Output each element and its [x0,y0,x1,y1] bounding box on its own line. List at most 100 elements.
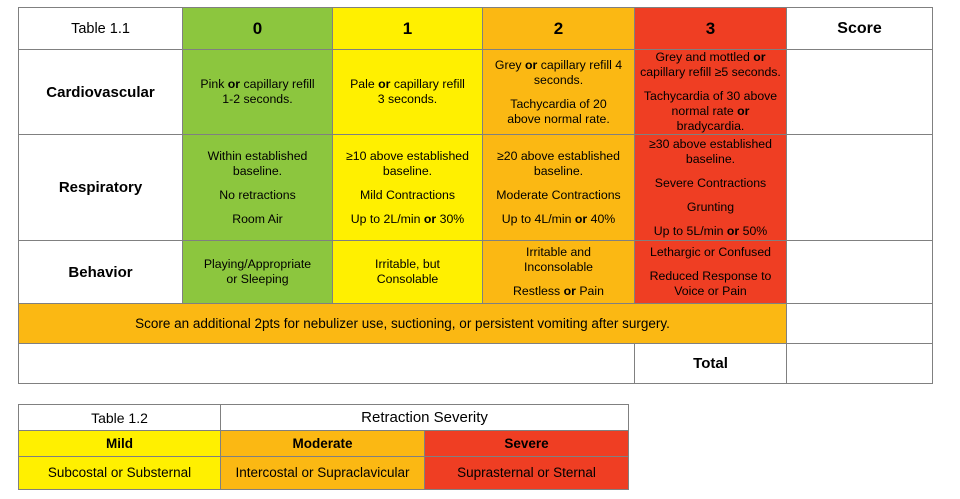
severity-value-mild: Subcostal or Substernal [18,456,221,490]
cell-line: Reduced Response to [649,269,772,283]
cell-line: Pink or capillary refill [200,77,315,91]
cell-line: baseline. [382,163,433,178]
cell-spacer [333,203,482,212]
cell-spacer [635,167,786,176]
column-header-3: 3 [634,7,787,50]
cell-line: Irritable and [526,245,591,259]
cell-spacer [483,275,634,284]
table-row-cardiovascular: Cardiovascular Pink or capillary refill … [18,49,933,135]
cell-line: Restless or Pain [513,284,604,298]
cell-line: Playing/Appropriate [203,257,312,271]
cell-line: Grunting [686,199,735,214]
column-header-score: Score [786,7,933,50]
cell-line: Lethargic or Confused [650,245,771,259]
cell-line: Room Air [232,211,283,226]
table-row-respiratory: Respiratory Within established baseline.… [18,134,933,241]
cell-line: Pale or capillary refill [350,77,465,91]
cell-line: seconds. [533,72,584,87]
cell-line: Voice or Pain [674,284,747,298]
severity-value-moderate: Intercostal or Supraclavicular [220,456,425,490]
table2-severity-label-row: Mild Moderate Severe [18,430,629,457]
column-header-0: 0 [182,7,333,50]
table-1-2-container: Table 1.2 Retraction Severity Mild Moder… [18,404,629,490]
table-name-cell: Table 1.1 [18,7,183,50]
cell-line: Grey or capillary refill 4 [494,57,623,72]
cell-line: Subcostal or Substernal [47,464,192,480]
cell-line: Supraclavicular [317,464,410,480]
pews-score-table: Table 1.1 0 1 2 3 Score Cardiovascular P… [18,7,933,384]
score-input-behavior[interactable] [786,240,933,304]
cell-spacer [635,260,786,269]
row-label-behavior: Behavior [18,240,183,304]
table2-severity-value-row: Subcostal or Substernal Intercostal or S… [18,456,629,490]
cell-respiratory-0: Within established baseline. No retracti… [182,134,333,241]
cell-spacer [635,80,786,89]
cell-cardiovascular-2: Grey or capillary refill 4 seconds. Tach… [482,49,635,135]
row-label-respiratory: Respiratory [18,134,183,241]
table-row-total: Total [18,343,933,384]
cell-line: ≥20 above established [497,148,620,163]
cell-line: Mild Contractions [360,187,455,202]
score-input-total[interactable] [786,343,933,384]
cell-line: Moderate Contractions [496,187,621,202]
cell-respiratory-1: ≥10 above established baseline. Mild Con… [332,134,483,241]
cell-behavior-2: Irritable and Inconsolable Restless or P… [482,240,635,304]
total-label: Total [634,343,787,384]
cell-cardiovascular-0: Pink or capillary refill 1-2 seconds. [182,49,333,135]
cell-line: baseline. [232,163,283,178]
cell-line: Suprasternal or Sternal [457,464,596,480]
score-input-respiratory[interactable] [786,134,933,241]
table-row-additional-note: Score an additional 2pts for nebulizer u… [18,303,933,344]
score-input-additional[interactable] [786,303,933,344]
cell-spacer [635,215,786,224]
table-1-1-container: Table 1.1 0 1 2 3 Score Cardiovascular P… [18,7,933,384]
score-input-cardiovascular[interactable] [786,49,933,135]
cell-line: Up to 4L/min or 40% [501,211,616,226]
retraction-severity-table: Table 1.2 Retraction Severity Mild Moder… [18,404,629,490]
severity-label-mild: Mild [18,430,221,457]
cell-line: Up to 5L/min or 50% [653,223,768,238]
cell-behavior-1: Irritable, but Consolable [332,240,483,304]
severity-label-moderate: Moderate [220,430,425,457]
cell-line: capillary refill ≥5 seconds. [640,65,781,79]
cell-line: Up to 2L/min or 30% [350,211,465,226]
cell-line: 3 seconds. [377,92,438,106]
cell-respiratory-3: ≥30 above established baseline. Severe C… [634,134,787,241]
column-header-2: 2 [482,7,635,50]
cell-line: Grey and mottled or [655,50,766,64]
cell-line: Irritable, but [375,257,440,271]
column-header-1: 1 [332,7,483,50]
row-label-cardiovascular: Cardiovascular [18,49,183,135]
cell-line: Inconsolable [523,260,594,274]
severity-value-severe: Suprasternal or Sternal [424,456,629,490]
cell-line: ≥30 above established [649,136,772,151]
cell-behavior-3: Lethargic or Confused Reduced Response t… [634,240,787,304]
cell-line: Severe Contractions [654,175,767,190]
cell-line: bradycardia. [676,119,745,133]
cell-spacer [483,179,634,188]
additional-points-note: Score an additional 2pts for nebulizer u… [18,303,787,344]
cell-spacer [183,203,332,212]
cell-line: baseline. [685,151,736,166]
cell-respiratory-2: ≥20 above established baseline. Moderate… [482,134,635,241]
table-row-behavior: Behavior Playing/Appropriate or Sleeping… [18,240,933,304]
cell-line: Tachycardia of 30 above [643,89,778,103]
table2-name-cell: Table 1.2 [18,404,221,431]
cell-line: Tachycardia of 20 [510,96,607,111]
cell-line: Consolable [376,272,439,286]
cell-line: Within established [207,148,308,163]
cell-spacer [635,191,786,200]
severity-label-severe: Severe [424,430,629,457]
cell-line: No retractions [219,187,296,202]
cell-cardiovascular-1: Pale or capillary refill 3 seconds. [332,49,483,135]
cell-line: 1-2 seconds. [222,92,293,106]
cell-cardiovascular-3: Grey and mottled or capillary refill ≥5 … [634,49,787,135]
table2-header-row: Table 1.2 Retraction Severity [18,404,629,431]
cell-spacer [483,203,634,212]
cell-line: or Sleeping [226,272,289,286]
cell-line: Intercostal or [235,464,314,480]
cell-line: ≥10 above established [346,148,469,163]
cell-line: normal rate or [671,104,750,118]
cell-behavior-0: Playing/Appropriate or Sleeping [182,240,333,304]
cell-spacer [183,179,332,188]
